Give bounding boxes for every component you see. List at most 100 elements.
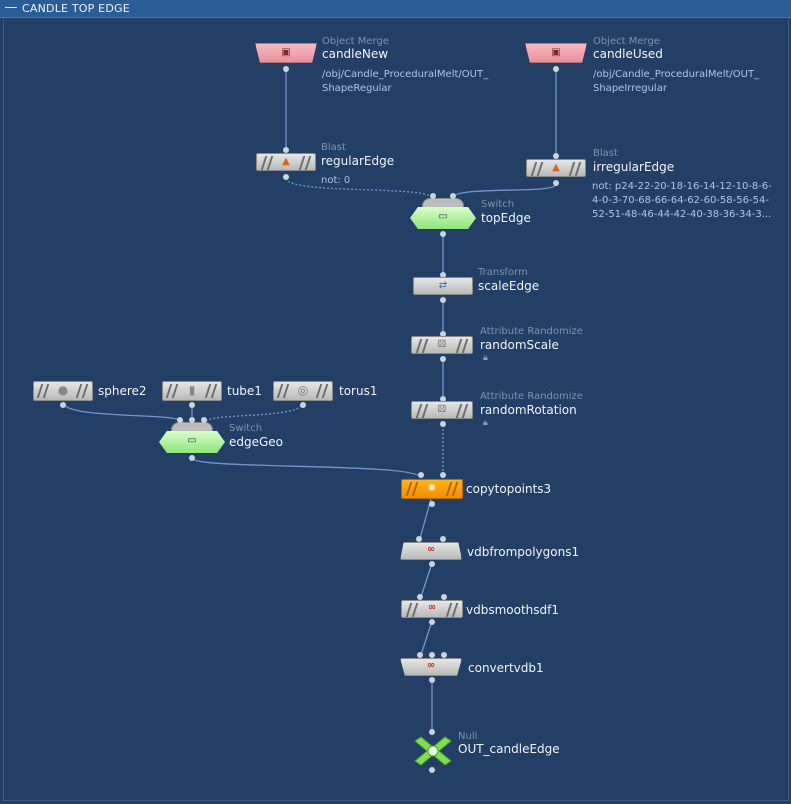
node-type-label: Switch bbox=[481, 199, 515, 210]
node-name-label[interactable]: irregularEdge bbox=[593, 160, 675, 174]
copytopoints-node-body[interactable] bbox=[401, 479, 463, 499]
node-name-label[interactable]: tube1 bbox=[227, 384, 262, 398]
node-randomRotation[interactable]: ⚄ bbox=[411, 396, 475, 428]
node-name-label[interactable]: candleUsed bbox=[593, 47, 663, 61]
torus-icon: ◎ bbox=[297, 383, 309, 397]
input-connector[interactable] bbox=[441, 652, 447, 658]
input-connector[interactable] bbox=[283, 147, 289, 153]
node-sphere2[interactable]: ● bbox=[33, 381, 95, 408]
node-type-label: Attribute Randomize bbox=[480, 326, 583, 337]
node-torus1[interactable]: ◎ bbox=[273, 381, 335, 408]
input-connector[interactable] bbox=[418, 472, 424, 478]
input-connector[interactable] bbox=[553, 153, 559, 159]
input-connector[interactable] bbox=[429, 652, 435, 658]
input-connector[interactable] bbox=[440, 272, 446, 278]
input-connector[interactable] bbox=[416, 536, 422, 542]
tube-node-body[interactable] bbox=[162, 381, 222, 401]
node-randomScale[interactable]: ⚄ bbox=[411, 331, 475, 363]
node-name-label[interactable]: scaleEdge bbox=[478, 279, 540, 293]
node-name-label[interactable]: candleNew bbox=[322, 47, 389, 61]
output-connector[interactable] bbox=[553, 66, 559, 72]
input-connector[interactable] bbox=[417, 594, 423, 600]
network-canvas[interactable] bbox=[3, 18, 789, 801]
node-vdbfrompolygons1[interactable]: ∞ bbox=[400, 536, 464, 568]
node-regularEdge[interactable]: ▲ bbox=[255, 147, 320, 181]
node-name-label[interactable]: vdbfrompolygons1 bbox=[467, 545, 580, 559]
network-box-header[interactable]: — CANDLE TOP EDGE bbox=[0, 0, 791, 18]
input-connector[interactable] bbox=[177, 417, 183, 423]
torus-node-body[interactable] bbox=[273, 381, 333, 401]
node-name-label[interactable]: regularEdge bbox=[321, 154, 395, 168]
attribute-randomize-icon: ⚄ bbox=[437, 404, 447, 415]
blast-node-body[interactable] bbox=[256, 153, 316, 171]
node-vdbsmoothsdf1[interactable]: ∞ bbox=[401, 594, 465, 626]
node-name-label[interactable]: topEdge bbox=[481, 211, 531, 225]
node-candleNew[interactable]: ▣ bbox=[255, 43, 320, 73]
tube-icon: ▮ bbox=[188, 383, 196, 397]
attribute-randomize-node-body[interactable] bbox=[411, 336, 473, 354]
vdb-icon: ∞ bbox=[426, 660, 436, 671]
input-connector[interactable] bbox=[440, 331, 446, 337]
output-connector[interactable] bbox=[440, 421, 446, 427]
node-topEdge[interactable]: ▭ bbox=[410, 193, 476, 237]
input-connector[interactable] bbox=[450, 193, 456, 199]
node-name-label[interactable]: randomRotation bbox=[480, 403, 577, 417]
blast-node-body[interactable] bbox=[526, 159, 586, 177]
node-name-label[interactable]: vdbsmoothsdf1 bbox=[466, 603, 559, 617]
vdb-node-body[interactable] bbox=[401, 600, 463, 618]
node-tube1[interactable]: ▮ bbox=[162, 381, 224, 408]
node-irregularEdge[interactable]: ▲ bbox=[526, 153, 591, 187]
network-box-title: CANDLE TOP EDGE bbox=[22, 2, 130, 15]
switch-node-body[interactable] bbox=[410, 207, 476, 229]
node-name-label[interactable]: sphere2 bbox=[98, 384, 147, 398]
node-info-text: ShapeRegular bbox=[322, 83, 392, 94]
node-candleUsed[interactable]: ▣ bbox=[525, 43, 590, 73]
input-connector[interactable] bbox=[440, 536, 446, 542]
switch-inputs-bar[interactable] bbox=[422, 198, 464, 208]
sphere-node-body[interactable] bbox=[33, 381, 93, 401]
node-name-label[interactable]: randomScale bbox=[480, 338, 559, 352]
input-connector[interactable] bbox=[429, 729, 435, 735]
output-connector[interactable] bbox=[283, 66, 289, 72]
output-connector[interactable] bbox=[429, 501, 435, 507]
input-connector[interactable] bbox=[441, 594, 447, 600]
transform-node-body[interactable] bbox=[413, 277, 473, 295]
node-OUT_candleEdge[interactable] bbox=[409, 729, 457, 775]
output-connector[interactable] bbox=[429, 677, 435, 683]
collapse-icon[interactable]: — bbox=[4, 0, 18, 15]
node-name-label[interactable]: copytopoints3 bbox=[466, 482, 552, 496]
input-connector[interactable] bbox=[440, 472, 446, 478]
output-connector[interactable] bbox=[440, 356, 446, 362]
output-connector[interactable] bbox=[189, 402, 195, 408]
output-connector[interactable] bbox=[440, 231, 446, 237]
output-connector[interactable] bbox=[553, 180, 559, 186]
switch-node-body[interactable] bbox=[159, 431, 225, 453]
node-name-label[interactable]: edgeGeo bbox=[229, 435, 284, 449]
node-name-label[interactable]: torus1 bbox=[339, 384, 378, 398]
output-connector[interactable] bbox=[429, 561, 435, 567]
node-scaleEdge[interactable]: ⇄ bbox=[413, 272, 475, 304]
output-connector[interactable] bbox=[300, 402, 306, 408]
input-connector[interactable] bbox=[201, 417, 207, 423]
node-name-label[interactable]: OUT_candleEdge bbox=[458, 742, 560, 756]
node-info-text: 52-51-48-46-44-42-40-38-36-34-3... bbox=[592, 209, 772, 220]
node-convertvdb1[interactable]: ∞ bbox=[400, 652, 464, 684]
node-name-label[interactable]: convertvdb1 bbox=[468, 661, 544, 675]
attribute-randomize-node-body[interactable] bbox=[411, 401, 473, 419]
node-copytopoints3[interactable]: ✺ bbox=[401, 472, 465, 507]
switch-icon: ▭ bbox=[438, 211, 448, 222]
input-connector[interactable] bbox=[189, 417, 195, 423]
output-connector[interactable] bbox=[60, 402, 66, 408]
output-connector[interactable] bbox=[189, 455, 195, 461]
input-connector[interactable] bbox=[417, 652, 423, 658]
input-connector[interactable] bbox=[430, 193, 436, 199]
input-connector[interactable] bbox=[440, 396, 446, 402]
switch-inputs-bar[interactable] bbox=[171, 422, 213, 432]
output-connector[interactable] bbox=[283, 174, 289, 180]
node-edgeGeo[interactable]: ▭ bbox=[159, 417, 225, 461]
output-connector[interactable] bbox=[429, 767, 435, 773]
object-merge-icon: ▣ bbox=[551, 47, 561, 58]
output-connector[interactable] bbox=[440, 297, 446, 303]
output-connector[interactable] bbox=[429, 619, 435, 625]
